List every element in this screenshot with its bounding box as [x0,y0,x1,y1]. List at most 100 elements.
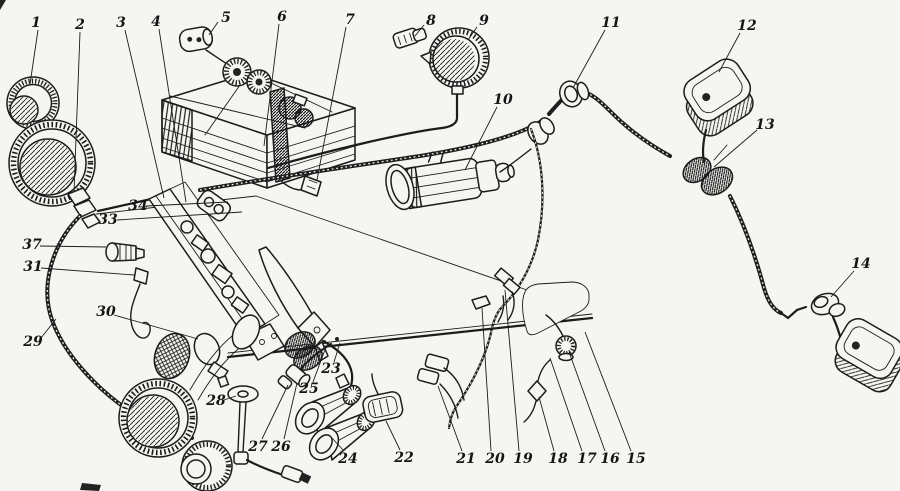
lamp-12 [683,58,754,164]
leader-line-12 [718,32,741,73]
callout-19: 19 [513,451,533,467]
callout-31: 31 [23,259,42,275]
headlamp-lower [118,314,261,458]
callout-16: 16 [600,451,620,467]
fuse-holder [178,26,214,53]
callout-23: 23 [320,361,341,377]
leader-line-11 [572,29,606,89]
corner-mark-bottomleft [80,483,101,491]
callout-33: 33 [98,212,118,228]
callout-22: 22 [393,450,414,466]
panel-outline [522,281,590,336]
harness-connector-a [527,117,555,145]
headlamp-left [8,119,101,229]
callout-28: 28 [205,393,226,409]
wire-junction-26 [297,342,333,373]
ignition-coil [385,151,515,211]
callout-15: 15 [626,451,645,467]
lamp-14 [834,318,900,393]
wire-lamp9 [266,88,459,170]
leader-line-14 [830,270,855,298]
leader-line-3 [124,29,165,199]
cowl-edge-line [95,195,528,291]
callout-27: 27 [247,439,268,455]
clip-20 [471,295,491,310]
leader-line-33 [116,211,243,221]
leader-line-6 [263,23,280,147]
callout-5: 5 [221,10,231,26]
leader-line-5 [208,21,219,36]
leader-line-23 [333,342,341,363]
leader-line-37 [39,245,107,248]
leader-line-4 [158,28,187,203]
callout-8: 8 [426,13,436,29]
connector-26 [285,364,311,388]
harness-29-braid [46,215,193,439]
leader-line-26 [283,382,298,440]
leader-line-8 [414,24,425,37]
junction-dot [335,337,339,341]
leader-line-9 [467,26,478,41]
horn [6,76,79,196]
leader-line-28 [223,395,237,401]
battery [161,49,356,189]
callout-37: 37 [22,237,42,253]
leader-line-29 [40,318,57,339]
callout-1: 1 [31,15,41,31]
leader-line-2 [73,31,81,193]
leader-line-1 [29,29,39,85]
socket-16 [545,314,577,362]
callout-20: 20 [484,451,505,467]
wire-coil [499,148,532,173]
instrument-panel [148,181,285,361]
corner-mark-topleft [0,0,6,10]
grommet-boot [284,331,323,371]
connector-18 [523,359,551,423]
leader-line-20 [481,307,492,452]
connector-7 [300,175,322,197]
battery-caps [222,57,314,128]
callout-12: 12 [737,18,757,34]
callout-9: 9 [479,13,489,29]
leader-line-24 [331,437,345,452]
leader-line-31 [40,267,135,276]
dimmer-switch [193,332,230,388]
fuel-sender [227,385,312,484]
leader-line-18 [538,396,555,452]
leader-line-19 [504,289,520,452]
callout-2: 2 [74,17,85,33]
grommet-11 [558,80,590,108]
connector-31 [130,267,151,339]
callout-18: 18 [548,451,568,467]
leader-line-13 [713,129,758,168]
callout-24: 24 [337,451,357,467]
callout-10: 10 [493,92,513,108]
leader-line-17 [549,357,583,452]
callout-34: 34 [128,198,147,214]
spot-lamp [266,27,490,170]
grommet-14 [810,292,846,318]
leader-line-25 [312,346,327,383]
leader-line-7 [316,26,347,181]
callout-14: 14 [851,256,870,272]
leader-line-27 [261,384,289,440]
callout-11: 11 [601,15,620,31]
callout-3: 3 [116,15,126,31]
connectors-21 [416,353,450,385]
switch-37 [105,242,145,262]
callout-4: 4 [151,14,161,30]
callout-13: 13 [755,117,775,133]
leader-line-10 [464,106,498,171]
callout-17: 17 [577,451,597,467]
leader-line-34 [145,201,229,207]
side-lamp [180,440,233,491]
wires-21 [439,367,465,419]
relay-22 [362,373,404,423]
callout-26: 26 [270,439,291,455]
connector-13 [682,144,734,196]
callout-6: 6 [277,9,287,25]
leader-line-22 [385,420,401,451]
